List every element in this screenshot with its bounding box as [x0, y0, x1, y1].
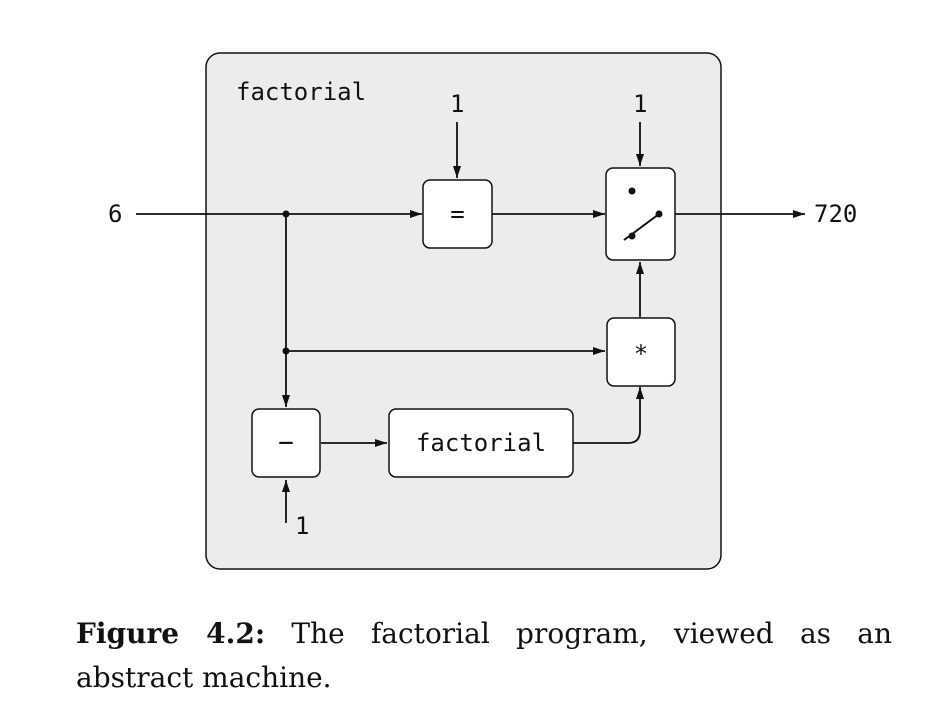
junction-dot	[282, 210, 290, 218]
input-value: 6	[108, 200, 122, 228]
minus-box-label: −	[278, 428, 294, 458]
recursive-factorial-box: factorial	[388, 408, 574, 478]
output-value: 720	[814, 200, 857, 228]
wire-factorial-to-multiply	[573, 387, 644, 444]
machine-frame	[205, 52, 722, 570]
machine-label: factorial	[236, 78, 366, 106]
switch-box	[605, 167, 676, 261]
switch-lever	[623, 213, 660, 241]
minus-box: −	[251, 408, 321, 478]
minus-constant: 1	[295, 512, 309, 540]
junction-dot	[282, 347, 290, 355]
figure-caption: Figure 4.2: The factorial program, viewe…	[76, 612, 892, 700]
equals-box: =	[422, 179, 493, 249]
multiply-box-label: *	[634, 340, 648, 368]
factorial-machine-diagram: factorial 6 720 1 1 1 = * −	[108, 52, 857, 570]
equals-box-label: =	[450, 200, 464, 228]
wires	[136, 122, 805, 523]
recursive-factorial-label: factorial	[416, 429, 546, 457]
figure-caption-text: The factorial program, viewed as an abst…	[76, 617, 892, 694]
multiply-box: *	[606, 317, 676, 387]
switch-contact-top	[628, 187, 636, 195]
switch-constant: 1	[633, 90, 647, 118]
equals-constant: 1	[450, 90, 464, 118]
figure-label: Figure 4.2:	[76, 617, 266, 650]
